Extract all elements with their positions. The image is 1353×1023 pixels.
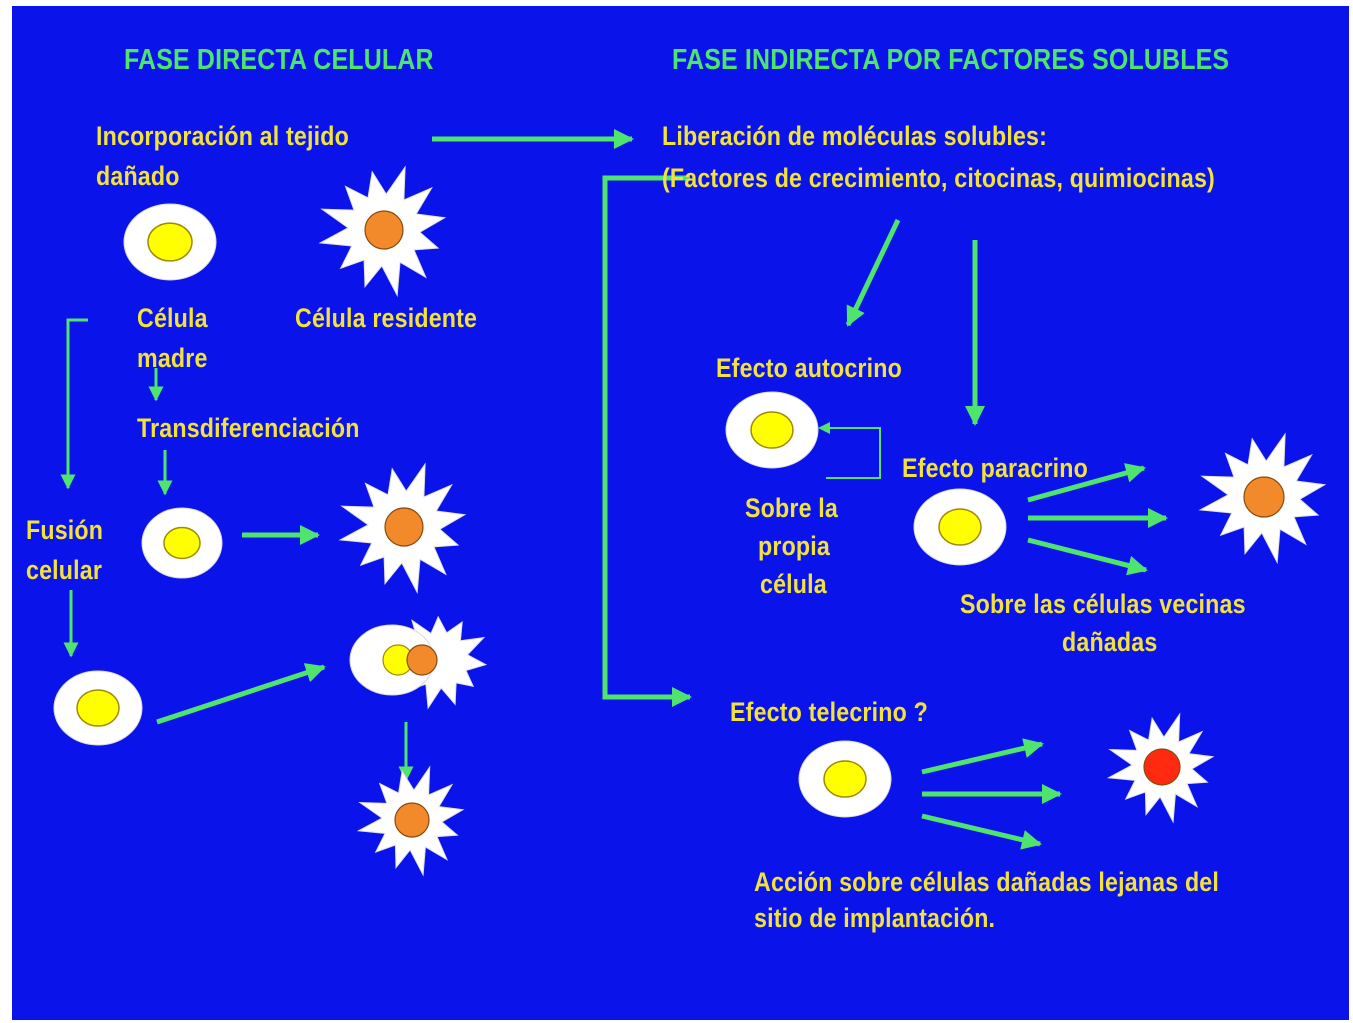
fusion-label-line2: celular	[26, 555, 103, 585]
arrow-icon-paracrine-up	[1027, 463, 1146, 503]
right-heading: FASE INDIRECTA POR FACTORES SOLUBLES	[672, 44, 1230, 76]
autocrine-desc-line3: célula	[760, 569, 827, 599]
release-label-line2: (Factores de crecimiento, citocinas, qui…	[662, 163, 1215, 193]
incorporation-label: Incorporación al tejido	[96, 121, 349, 151]
fused-cell-nucleus-resident	[406, 644, 438, 676]
incorporation-label-line2: dañado	[96, 161, 180, 191]
autocrine-title: Efecto autocrino	[716, 353, 902, 383]
left-heading: FASE DIRECTA CELULAR	[124, 44, 434, 76]
arrow-icon-fusion-to-hybrid	[156, 663, 326, 725]
damaged-cell-icon	[1106, 712, 1215, 824]
paracrine-desc-line2: dañadas	[1062, 627, 1158, 657]
release-label: Liberación de moléculas solubles:	[662, 121, 1048, 151]
resident-cell-icon-paracrine-nucleus	[1243, 476, 1285, 518]
arrow-icon-autocrine	[845, 218, 901, 327]
stem-cell-icon-paracrine-nucleus	[938, 508, 982, 546]
telecrine-desc-line2: sitio de implantación.	[754, 903, 996, 933]
damaged-cell-icon-nucleus	[1143, 748, 1181, 786]
arrow-icon-fusion-up	[60, 318, 88, 490]
stem-cell-icon-telecrine-nucleus	[823, 760, 867, 798]
arrows-group	[60, 129, 1168, 850]
resident-cell-icon-fused-nucleus	[394, 802, 430, 838]
resident-cell-icon-transdiff	[338, 462, 467, 595]
resident-cell-icon	[318, 165, 447, 298]
stem-cell-icon-paracrine	[913, 488, 1007, 566]
stem-cell-label: Célula	[137, 303, 208, 333]
resident-cell-icon-paracrine	[1198, 432, 1327, 565]
resident-cell-icon-fused	[356, 765, 465, 877]
stem-cell-icon-fusion-nucleus	[76, 689, 120, 727]
stem-cell-icon	[123, 203, 217, 281]
arrow-icon-telecrine-down	[921, 813, 1042, 850]
transdifferentiation-label: Transdiferenciación	[137, 413, 360, 443]
telecrine-desc-line1: Acción sobre células dañadas lejanas del	[754, 867, 1220, 897]
cells-group	[53, 165, 1327, 877]
stem-cell-icon-fusion	[53, 670, 143, 746]
stem-cell-icon-telecrine	[798, 740, 892, 818]
paracrine-desc-line1: Sobre las células vecinas	[960, 589, 1246, 619]
slide-background	[12, 6, 1349, 1020]
autocrine-loop-line	[822, 427, 881, 479]
resident-cell-label: Célula residente	[295, 303, 478, 333]
autocrine-desc-line1: Sobre la	[745, 493, 839, 523]
paracrine-title: Efecto paracrino	[902, 453, 1088, 483]
stem-cell-icon-transdiff-nucleus	[163, 526, 201, 560]
arrow-icon-telecrine-branch	[602, 175, 692, 707]
autocrine-desc-line2: propia	[758, 531, 830, 561]
fused-cell-icon	[349, 615, 488, 710]
stem-cell-icon-autocrine	[725, 391, 819, 469]
stem-cell-label-line2: madre	[137, 343, 208, 373]
arrow-icon-autocrine-loop	[818, 422, 830, 434]
resident-cell-icon-transdiff-nucleus	[384, 507, 424, 547]
fusion-label: Fusión	[26, 515, 104, 545]
arrow-icon-telecrine-up	[921, 738, 1044, 775]
arrow-icon-paracrine-down	[1027, 537, 1148, 576]
stem-cell-icon-nucleus	[147, 222, 193, 262]
telecrine-title: Efecto telecrino ?	[730, 697, 928, 727]
stem-cell-icon-transdiff	[141, 507, 223, 579]
resident-cell-icon-nucleus	[364, 210, 404, 250]
stem-cell-icon-autocrine-nucleus	[750, 411, 794, 449]
